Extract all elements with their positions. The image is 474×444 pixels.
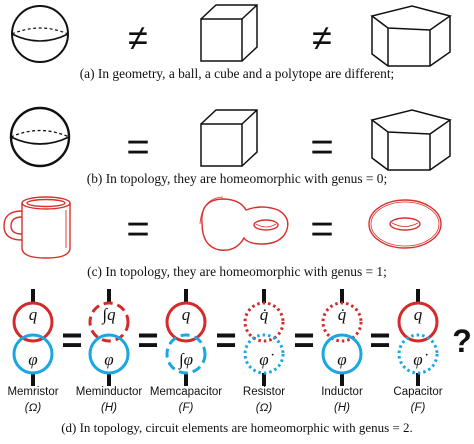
cube-shape-a xyxy=(200,4,258,62)
flux-loop xyxy=(165,333,207,375)
symbol-top: q̇ xyxy=(338,305,347,324)
element-name: Memristor xyxy=(7,386,58,398)
symbol-bottom: φ xyxy=(104,350,113,369)
element-capacitor: q φ̇ Capacitor (F) xyxy=(393,289,443,414)
mug-shape xyxy=(3,196,71,259)
charge-loop xyxy=(165,301,207,343)
symbol-top: ∫q xyxy=(101,305,116,325)
charge-loop xyxy=(397,301,439,343)
symbol-top: q̇ xyxy=(260,305,269,324)
symbol-top: q xyxy=(182,305,191,324)
cube-shape-b xyxy=(200,109,258,167)
equal-sign-d5: = xyxy=(369,319,390,360)
element-name: Capacitor xyxy=(393,386,442,398)
charge-loop xyxy=(12,301,54,343)
question-mark-d: ? xyxy=(452,323,472,359)
symbol-bottom: ∫φ xyxy=(178,350,193,370)
charge-loop xyxy=(243,301,285,343)
caption-a: (a) In geometry, a ball, a cube and a po… xyxy=(79,66,395,81)
flux-loop xyxy=(243,333,285,375)
equal-sign-d4: = xyxy=(293,319,314,360)
element-name: Resistor xyxy=(243,386,285,398)
deformed-torus-shape xyxy=(199,196,289,251)
row-b xyxy=(9,106,452,171)
equal-sign-d2: = xyxy=(137,319,158,360)
row-a xyxy=(11,4,452,67)
charge-loop xyxy=(88,301,130,343)
symbol-top: q xyxy=(29,305,38,324)
equal-sign-d3: = xyxy=(215,319,236,360)
flux-loop xyxy=(397,333,439,375)
caption-b: (b) In topology, they are homeomorphic w… xyxy=(86,171,388,186)
polytope-shape-a xyxy=(370,5,452,67)
symbol-bottom: φ xyxy=(28,350,37,369)
ball-shape-a xyxy=(11,5,69,63)
equal-sign-b1: = xyxy=(126,125,149,169)
row-c xyxy=(3,196,442,259)
flux-loop xyxy=(321,333,363,375)
not-equal-sign-a2: ≠ xyxy=(312,17,332,58)
equal-sign-b2: = xyxy=(310,125,333,169)
symbol-bottom: φ̇ xyxy=(413,350,427,369)
caption-c: (c) In topology, they are homeomorphic w… xyxy=(87,264,387,279)
element-name: Meminductor xyxy=(76,386,143,398)
symbol-bottom: φ xyxy=(337,350,346,369)
symbol-top: q xyxy=(414,305,423,324)
element-resistor: q̇ φ̇ Resistor (Ω) xyxy=(243,289,285,414)
ball-shape-b xyxy=(9,106,71,168)
equal-sign-c1: = xyxy=(126,207,149,251)
element-unit: (F) xyxy=(411,402,426,414)
not-equal-sign-a1: ≠ xyxy=(128,17,148,58)
element-unit: (H) xyxy=(101,402,117,414)
element-unit: (Ω) xyxy=(256,402,273,414)
polytope-shape-b xyxy=(370,109,452,171)
row-d-signs: = = = = =? xyxy=(61,319,471,360)
flux-loop xyxy=(12,333,54,375)
flux-loop xyxy=(88,333,130,375)
caption-d: (d) In topology, circuit elements are ho… xyxy=(61,420,413,435)
symbol-bottom: φ̇ xyxy=(259,350,273,369)
element-name: Memcapacitor xyxy=(150,386,222,398)
element-unit: (Ω) xyxy=(25,402,42,414)
charge-loop xyxy=(321,301,363,343)
torus-shape xyxy=(368,199,442,249)
equal-sign-c2: = xyxy=(310,207,333,251)
element-unit: (H) xyxy=(334,402,350,414)
equal-sign-d1: = xyxy=(61,319,82,360)
element-unit: (F) xyxy=(179,402,194,414)
element-name: Inductor xyxy=(321,386,363,398)
